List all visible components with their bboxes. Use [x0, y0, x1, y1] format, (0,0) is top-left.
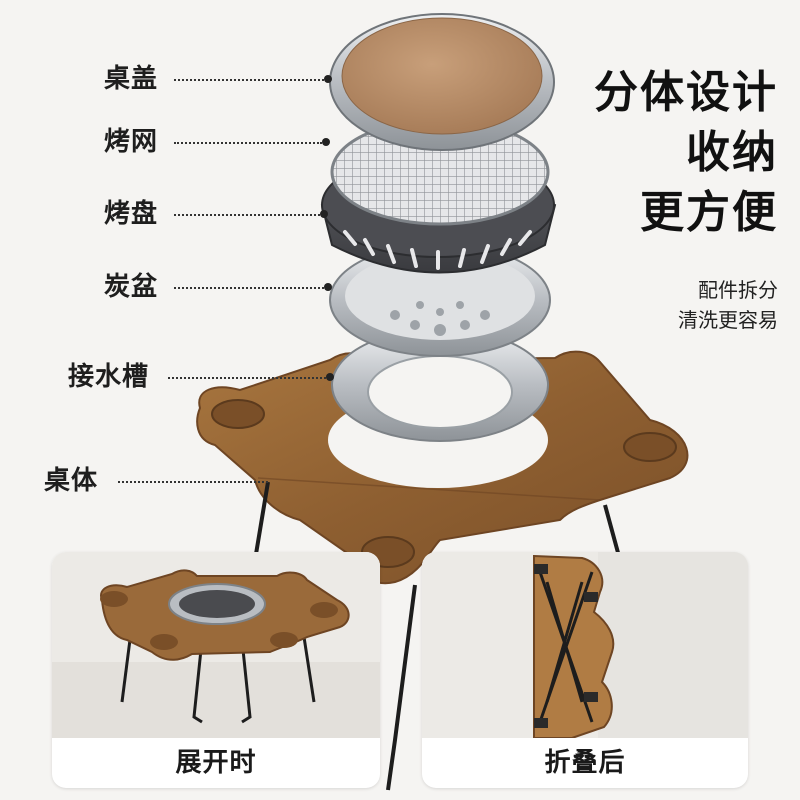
part-label-drip-tray: 接水槽 [68, 362, 150, 392]
part-label-lid: 桌盖 [104, 64, 159, 94]
subline-2: 清洗更容易 [678, 308, 778, 332]
charcoal-basin [329, 243, 551, 357]
card-caption-unfolded: 展开时 [175, 748, 257, 778]
leader-line [174, 79, 324, 81]
part-label-grill-mesh: 烤网 [104, 127, 159, 157]
cup-holder [623, 432, 677, 462]
subline-1: 配件拆分 [698, 278, 778, 302]
cup-holder [211, 399, 265, 429]
headline-line-2: 收纳 [686, 127, 778, 178]
leader-dot [320, 210, 328, 218]
headline-line-1: 分体设计 [594, 67, 778, 118]
table-lid [329, 13, 555, 151]
unfolded-table-image [52, 552, 380, 738]
leader-dot [322, 138, 330, 146]
leader-dot [326, 373, 334, 381]
part-label-charcoal-basin: 炭盆 [104, 272, 159, 302]
card-unfolded: 展开时 [52, 552, 380, 788]
leader-line [174, 287, 324, 289]
card-folded: 折叠后 [422, 552, 748, 788]
leader-line [118, 481, 268, 483]
leader-line [168, 377, 326, 379]
leader-dot [324, 75, 332, 83]
part-label-grill-pan: 烤盘 [104, 199, 159, 229]
leader-line [174, 142, 322, 144]
folded-table-image [422, 552, 748, 738]
headline-line-3: 更方便 [640, 187, 778, 238]
card-caption-folded: 折叠后 [544, 748, 626, 778]
leader-dot [324, 283, 332, 291]
part-label-table-body: 桌体 [44, 466, 99, 496]
leader-line [174, 214, 320, 216]
table-front-legs [253, 481, 622, 791]
